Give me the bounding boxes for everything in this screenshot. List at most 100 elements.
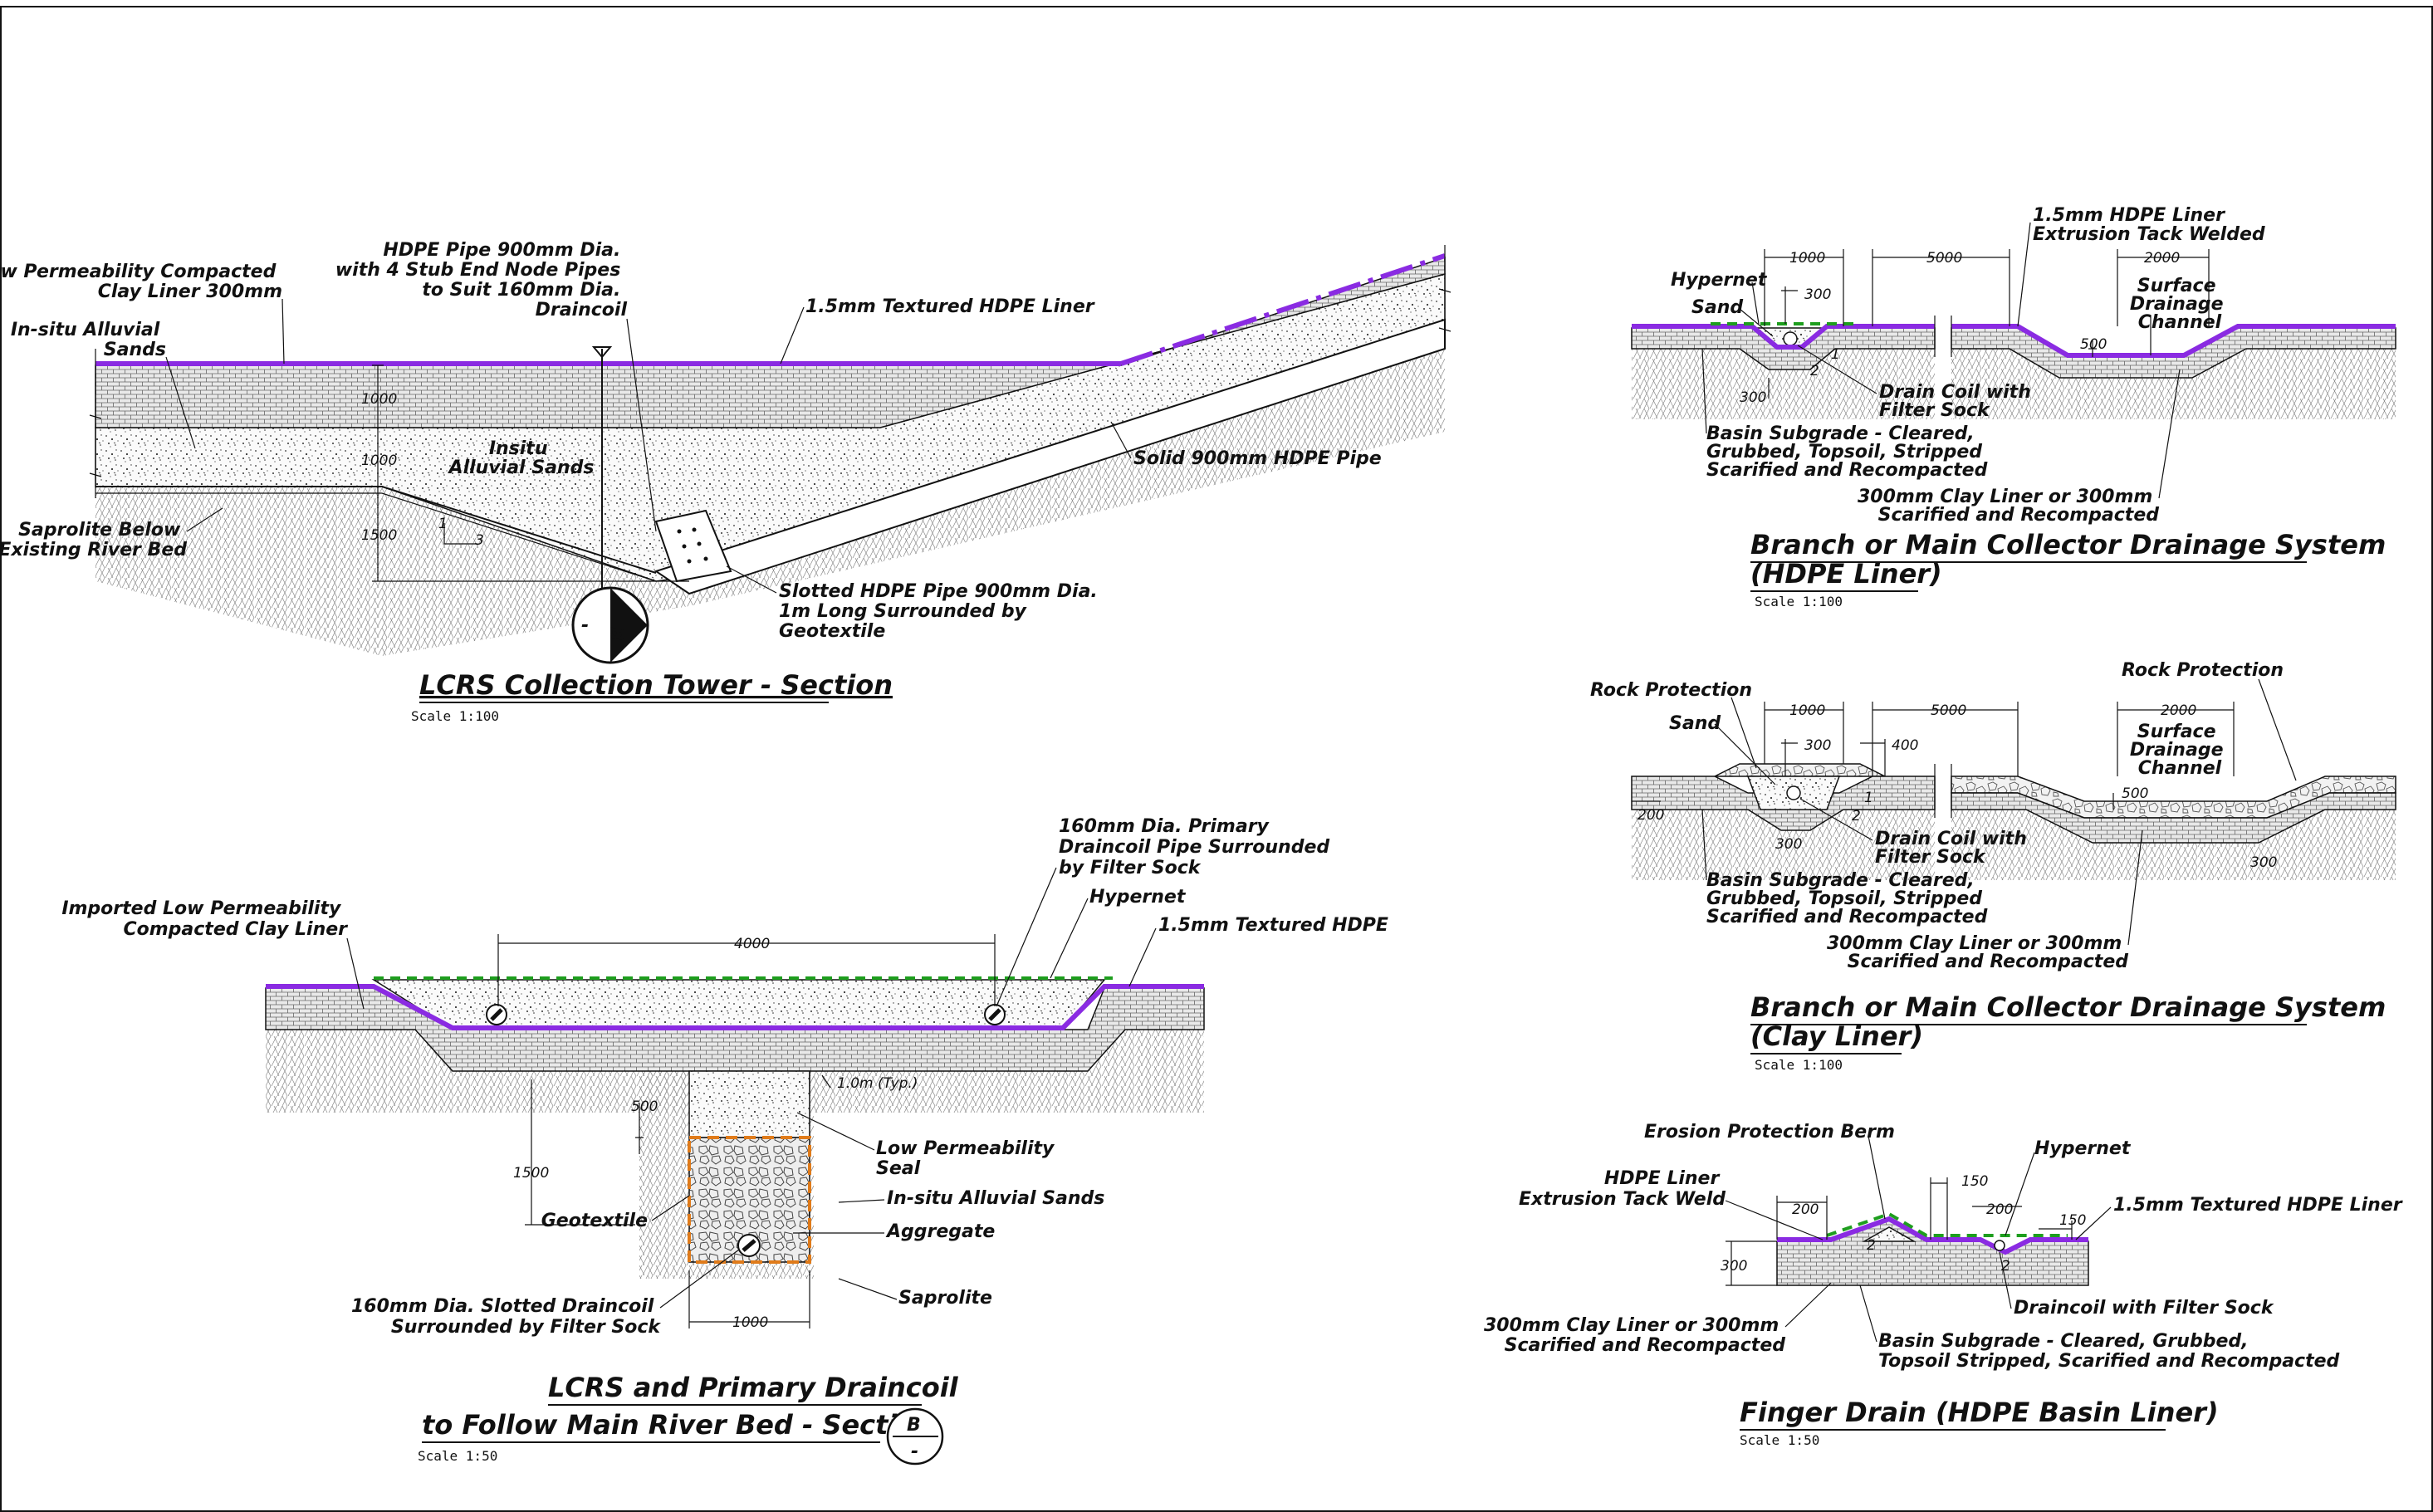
- tower-label-clay-liner: Low Permeability Compacted Clay Liner 30…: [0, 262, 282, 302]
- clay-collector-title-line2: (Clay Liner): [1750, 1020, 1923, 1052]
- svg-text:500: 500: [631, 1099, 658, 1115]
- draincoil-section: 4000 500 1500 1000 160mm Dia. Primary Dr…: [61, 816, 1388, 1466]
- clay-collector-label-drain-coil: Drain Coil with Filter Sock: [1875, 829, 2034, 868]
- svg-text:500: 500: [2122, 785, 2148, 802]
- draincoil-label-clay: Imported Low Permeability Compacted Clay…: [61, 898, 348, 940]
- hdpe-collector-liner-left: [1632, 324, 1935, 350]
- tower-label-insitu: In-situ Alluvial Sands: [11, 320, 166, 360]
- hdpe-collector-section: 1000 5000 2000 300 500 300 1 2 1.5mm HDP…: [1631, 205, 2396, 609]
- draincoil-label-typ: 1.0m (Typ.): [837, 1075, 918, 1092]
- hdpe-collector-title-line1: Branch or Main Collector Drainage System: [1750, 529, 2386, 560]
- finger-drain-label-subgrade: Basin Subgrade - Cleared, Grubbed, Topso…: [1878, 1331, 2340, 1372]
- draincoil-label-hypernet: Hypernet: [1089, 887, 1187, 908]
- finger-drain-label-weld: HDPE Liner Extrusion Tack Weld: [1519, 1168, 1726, 1210]
- clay-collector-label-subgrade: Basin Subgrade - Cleared, Grubbed, Topso…: [1706, 870, 1989, 927]
- svg-text:200: 200: [1638, 807, 1664, 824]
- finger-drain-clay: [1776, 1220, 2089, 1286]
- tower-label-hdpe-pipe: HDPE Pipe 900mm Dia. with 4 Stub End Nod…: [335, 240, 628, 321]
- dim-1000-a: 1000: [361, 391, 397, 408]
- clay-collector-title-line1: Branch or Main Collector Drainage System: [1750, 991, 2386, 1023]
- svg-text:1000: 1000: [1789, 250, 1825, 267]
- svg-text:-: -: [581, 615, 589, 636]
- svg-text:B: B: [605, 627, 626, 641]
- clay-collector-scale: Scale 1:100: [1755, 1057, 1843, 1073]
- finger-drain-section: 200 150 200 150 300 2 2 Erosion Protecti…: [1484, 1122, 2403, 1448]
- draincoil-dimensions: 4000 500 1500 1000: [497, 934, 996, 1331]
- svg-text:2: 2: [1867, 1237, 1876, 1254]
- clay-collector-dimensions: 1000 5000 2000 300 400 200 500 300 300 1…: [1632, 702, 2277, 871]
- tower-subgrade: [95, 320, 1445, 656]
- draincoil-title-line2: to Follow Main River Bed - Section: [422, 1409, 934, 1441]
- clay-collector-label-rock-left: Rock Protection: [1590, 680, 1752, 701]
- svg-text:300: 300: [2250, 854, 2277, 871]
- hdpe-collector-label-sand: Sand: [1691, 297, 1743, 318]
- svg-text:B: B: [907, 1415, 921, 1436]
- tower-label-saprolite: Saprolite Below Existing River Bed: [0, 520, 187, 560]
- clay-collector-label-rock-right: Rock Protection: [2122, 660, 2284, 681]
- trench-geotextile: [688, 1136, 811, 1264]
- draincoil-label-primary: 160mm Dia. Primary Draincoil Pipe Surrou…: [1059, 816, 1336, 878]
- slotted-pipe: [654, 509, 732, 583]
- clay-collector-rock-left: [1714, 763, 1886, 777]
- slope-1: 1: [438, 516, 448, 532]
- hdpe-collector-label-liner: 1.5mm HDPE Liner Extrusion Tack Welded: [2033, 205, 2265, 245]
- hdpe-collector-label-subgrade: Basin Subgrade - Cleared, Grubbed, Topso…: [1706, 423, 1989, 481]
- trench-seal: [688, 1070, 810, 1138]
- hdpe-collector-label-clay: 300mm Clay Liner or 300mm Scarified and …: [1858, 487, 2159, 526]
- svg-text:200: 200: [1792, 1201, 1819, 1218]
- hdpe-collector-dimensions: 1000 5000 2000 300 500 300 1 2: [1740, 249, 2210, 406]
- sheet-border: [0, 6, 2433, 1512]
- finger-drain-label-berm: Erosion Protection Berm: [1644, 1122, 1895, 1143]
- svg-text:500: 500: [2080, 336, 2107, 353]
- svg-text:150: 150: [2059, 1212, 2086, 1229]
- finger-drain-label-clay: 300mm Clay Liner or 300mm Scarified and …: [1484, 1315, 1785, 1356]
- tower-scale: Scale 1:100: [411, 708, 499, 724]
- svg-text:2: 2: [1852, 808, 1861, 825]
- draincoil-scale: Scale 1:50: [418, 1448, 497, 1464]
- draincoil-label-seal: Low Permeability Seal: [876, 1138, 1060, 1179]
- svg-text:1: 1: [1831, 346, 1840, 363]
- finger-drain-dimensions: 200 150 200 150 300 2 2: [1721, 1173, 2086, 1286]
- dim-1000-b: 1000: [361, 453, 397, 469]
- svg-text:2: 2: [1810, 363, 1819, 379]
- finger-drain-liner: [1777, 1216, 2088, 1255]
- finger-drain-scale: Scale 1:50: [1740, 1432, 1819, 1448]
- draincoil-title-line1: LCRS and Primary Draincoil: [548, 1372, 959, 1403]
- tower-dimensions: 1000 1000 1500 1 3: [361, 365, 689, 582]
- clay-collector-label-clay: 300mm Clay Liner or 300mm Scarified and …: [1827, 933, 2128, 972]
- svg-text:1000: 1000: [732, 1314, 768, 1331]
- svg-text:300: 300: [1804, 286, 1831, 303]
- tower-label-insitu-center: Insitu Alluvial Sands: [448, 438, 595, 478]
- svg-text:2000: 2000: [2161, 702, 2196, 719]
- finger-drain-hypernet: [1826, 1211, 2068, 1237]
- draincoil-label-insitu: In-situ Alluvial Sands: [887, 1188, 1104, 1209]
- svg-text:2: 2: [2001, 1258, 2010, 1275]
- tower-section: 1000 1000 1500 1 3 B - Low Permeability …: [0, 240, 1451, 724]
- clay-collector-section: 1000 5000 2000 300 400 200 500 300 300 1…: [1590, 660, 2396, 1073]
- draincoil-label-textured: 1.5mm Textured HDPE: [1158, 915, 1388, 936]
- slope-3: 3: [475, 532, 484, 549]
- clay-collector-label-channel: Surface Drainage Channel: [2130, 722, 2230, 779]
- svg-text:1000: 1000: [1789, 702, 1825, 719]
- svg-text:150: 150: [1961, 1173, 1988, 1190]
- tower-title: LCRS Collection Tower - Section: [419, 669, 893, 701]
- finger-drain-label-hypernet: Hypernet: [2034, 1138, 2132, 1159]
- svg-text:200: 200: [1986, 1201, 2013, 1218]
- hdpe-collector-label-hypernet: Hypernet: [1671, 270, 1768, 291]
- svg-text:5000: 5000: [1926, 250, 1962, 267]
- svg-text:5000: 5000: [1931, 702, 1966, 719]
- slot-dots: [677, 527, 708, 564]
- svg-text:300: 300: [1775, 836, 1802, 853]
- draincoil-label-aggregate: Aggregate: [885, 1221, 995, 1242]
- svg-text:2000: 2000: [2144, 250, 2180, 267]
- svg-text:1: 1: [1864, 790, 1873, 806]
- svg-text:300: 300: [1740, 389, 1766, 406]
- dim-1500: 1500: [361, 527, 397, 544]
- tower-label-solid-pipe: Solid 900mm HDPE Pipe: [1133, 448, 1382, 469]
- clay-collector-clay-right: [1951, 792, 2396, 844]
- finger-drain-label-draincoil: Draincoil with Filter Sock: [2014, 1298, 2274, 1319]
- svg-text:400: 400: [1892, 737, 1918, 754]
- svg-text:300: 300: [1721, 1258, 1747, 1275]
- svg-text:300: 300: [1804, 737, 1831, 754]
